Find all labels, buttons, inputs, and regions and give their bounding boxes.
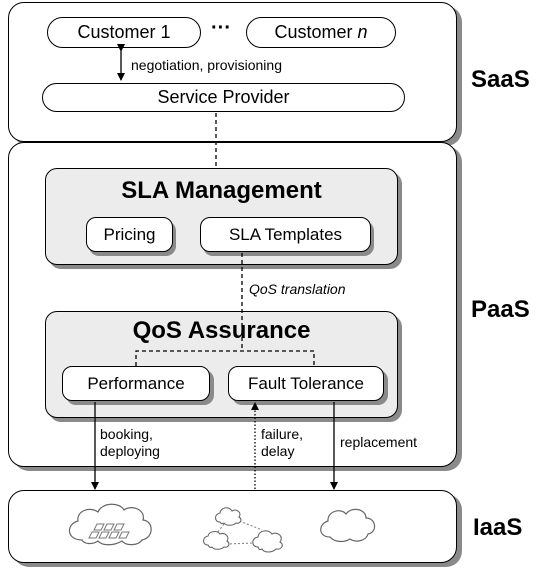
qos-internal-dashed-bracket	[135, 350, 315, 366]
cloud-with-server-icon	[68, 503, 152, 546]
paas-layer-name: PaaS	[471, 296, 530, 323]
fault-tolerance-box: Fault Tolerance	[228, 366, 384, 401]
booking-deploying-label: booking, deploying	[100, 426, 160, 459]
qos-assurance-title: QoS Assurance	[132, 317, 311, 344]
pricing-box: Pricing	[86, 217, 173, 252]
replacement-label: replacement	[340, 434, 418, 450]
service-provider: Service Provider	[42, 83, 405, 112]
negotiation-provisioning-label: negotiation, provisioning	[131, 57, 282, 73]
qos-translation-label: QoS translation	[249, 281, 346, 297]
performance-box: Performance	[62, 366, 210, 401]
ellipsis: ···	[211, 17, 231, 39]
sla-management-title: SLA Management	[121, 177, 322, 204]
failure-delay-label: failure, delay	[261, 426, 304, 459]
network-clouds-icon	[202, 507, 283, 553]
customer-n: Customer n	[246, 17, 396, 48]
iaas-layer-name: IaaS	[473, 514, 523, 541]
cloud-icon	[320, 508, 376, 543]
sla-templates-box: SLA Templates	[200, 217, 371, 252]
saas-layer-name: SaaS	[471, 66, 530, 93]
